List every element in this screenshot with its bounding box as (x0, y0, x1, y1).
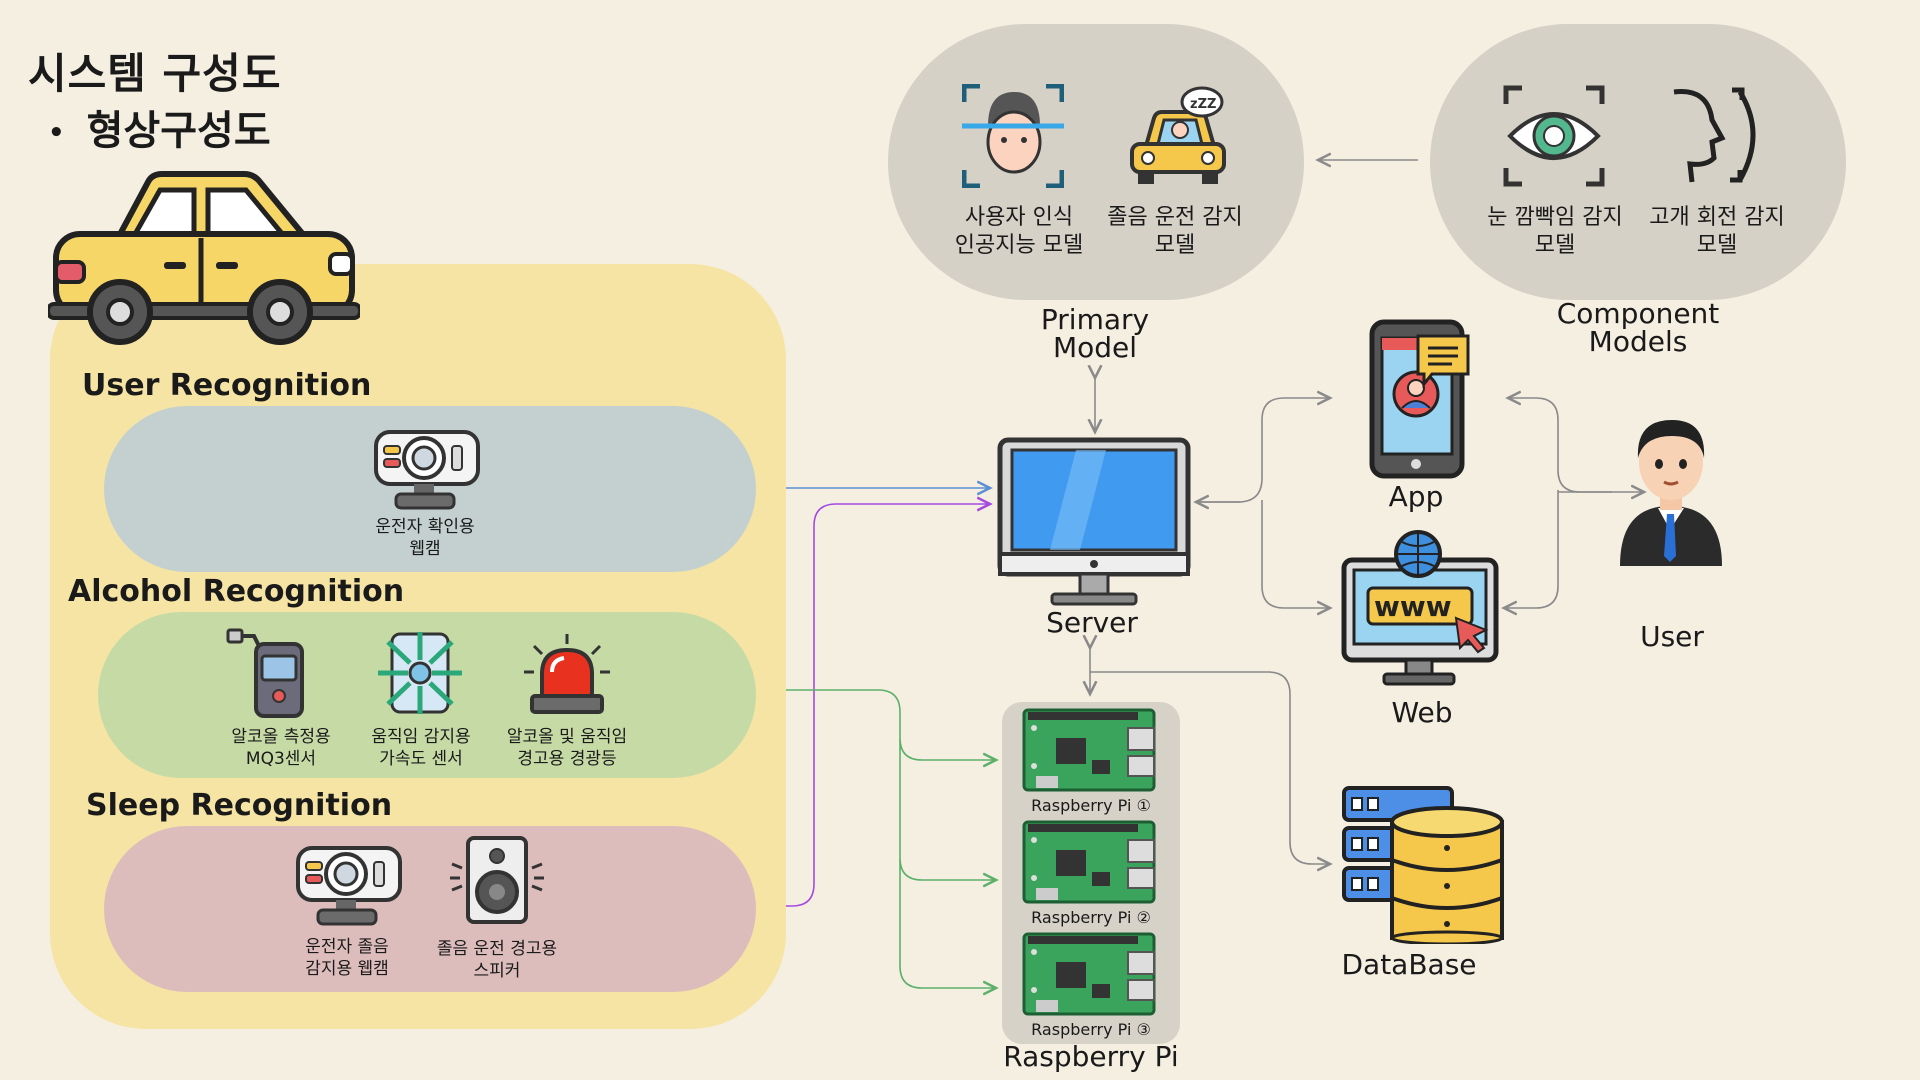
database-icon (1342, 786, 1504, 944)
section-title-user-recognition: User Recognition (82, 368, 372, 403)
device-label-speaker: 졸음 운전 경고용 스피커 (436, 939, 558, 982)
app-label: App (1388, 480, 1444, 513)
primary-model-caption: Primary Model (1040, 303, 1150, 364)
section-title-alcohol-recognition: Alcohol Recognition (68, 574, 405, 609)
line-sleep-to-server (756, 504, 990, 907)
web-label: Web (1391, 696, 1453, 729)
device-label-accelerometer: 움직임 감지용 가속도 센서 (371, 727, 471, 770)
device-label-mq3: 알코올 측정용 MQ3센서 (231, 727, 331, 770)
page-subtitle: • 형상구성도 (48, 98, 271, 156)
www-monitor-icon: www (1341, 530, 1499, 686)
webcam-icon (296, 846, 402, 926)
eye-scan-icon (1503, 85, 1605, 187)
bullet: • (48, 118, 65, 148)
svg-text:www: www (1374, 590, 1452, 623)
subtitle-text: 형상구성도 (86, 108, 271, 154)
raspberry-pi-board-icon (1022, 820, 1156, 904)
component-models-group (1430, 24, 1846, 300)
raspberry-pi-board-icon (1022, 932, 1156, 1016)
section-title-sleep-recognition: Sleep Recognition (86, 788, 393, 823)
database-label: DataBase (1341, 948, 1477, 981)
speaker-icon (450, 836, 544, 924)
model-label-user-recognition: 사용자 인식 인공지능 모델 (954, 205, 1084, 258)
raspberry-pi-board-icon (1022, 708, 1156, 792)
monitor-icon (997, 437, 1191, 606)
car-icon (48, 171, 360, 345)
accelerometer-icon (378, 632, 462, 714)
webcam-icon (374, 430, 480, 510)
breathalyzer-icon (226, 628, 304, 718)
user-label: User (1640, 620, 1704, 653)
device-label-sleep-webcam: 운전자 졸음 감지용 웹캠 (305, 937, 389, 980)
model-label-eye-blink: 눈 깜빡임 감지 모델 (1487, 205, 1623, 258)
drowsy-car-icon: zZZ (1130, 86, 1226, 184)
sleep-recognition-group (104, 826, 756, 992)
server-label: Server (1046, 606, 1138, 639)
page-title: 시스템 구성도 (28, 49, 282, 98)
model-label-drowsy-driving: 졸음 운전 감지 모델 (1107, 205, 1243, 258)
primary-model-group (888, 24, 1304, 300)
businessman-icon (1620, 420, 1722, 566)
raspberry-pi-3-label: Raspberry Pi ③ (1031, 1020, 1151, 1039)
device-label-warning-light: 알코올 및 움직임 경고용 경광등 (506, 727, 628, 770)
siren-icon (524, 634, 610, 714)
raspberry-pi-1-label: Raspberry Pi ① (1031, 796, 1151, 815)
svg-text:zZZ: zZZ (1190, 97, 1216, 112)
device-label-driver-webcam: 운전자 확인용 웹캠 (375, 517, 475, 560)
raspberry-pi-2-label: Raspberry Pi ② (1031, 908, 1151, 927)
raspberry-pi-caption: Raspberry Pi (1003, 1040, 1179, 1073)
head-turn-icon (1673, 87, 1756, 183)
face-scan-icon (962, 84, 1064, 188)
smartphone-icon (1369, 319, 1470, 479)
line-alcohol-to-rpi (756, 689, 996, 760)
component-models-caption: Component Models (1556, 297, 1720, 358)
model-label-head-turn: 고개 회전 감지 모델 (1649, 205, 1785, 258)
